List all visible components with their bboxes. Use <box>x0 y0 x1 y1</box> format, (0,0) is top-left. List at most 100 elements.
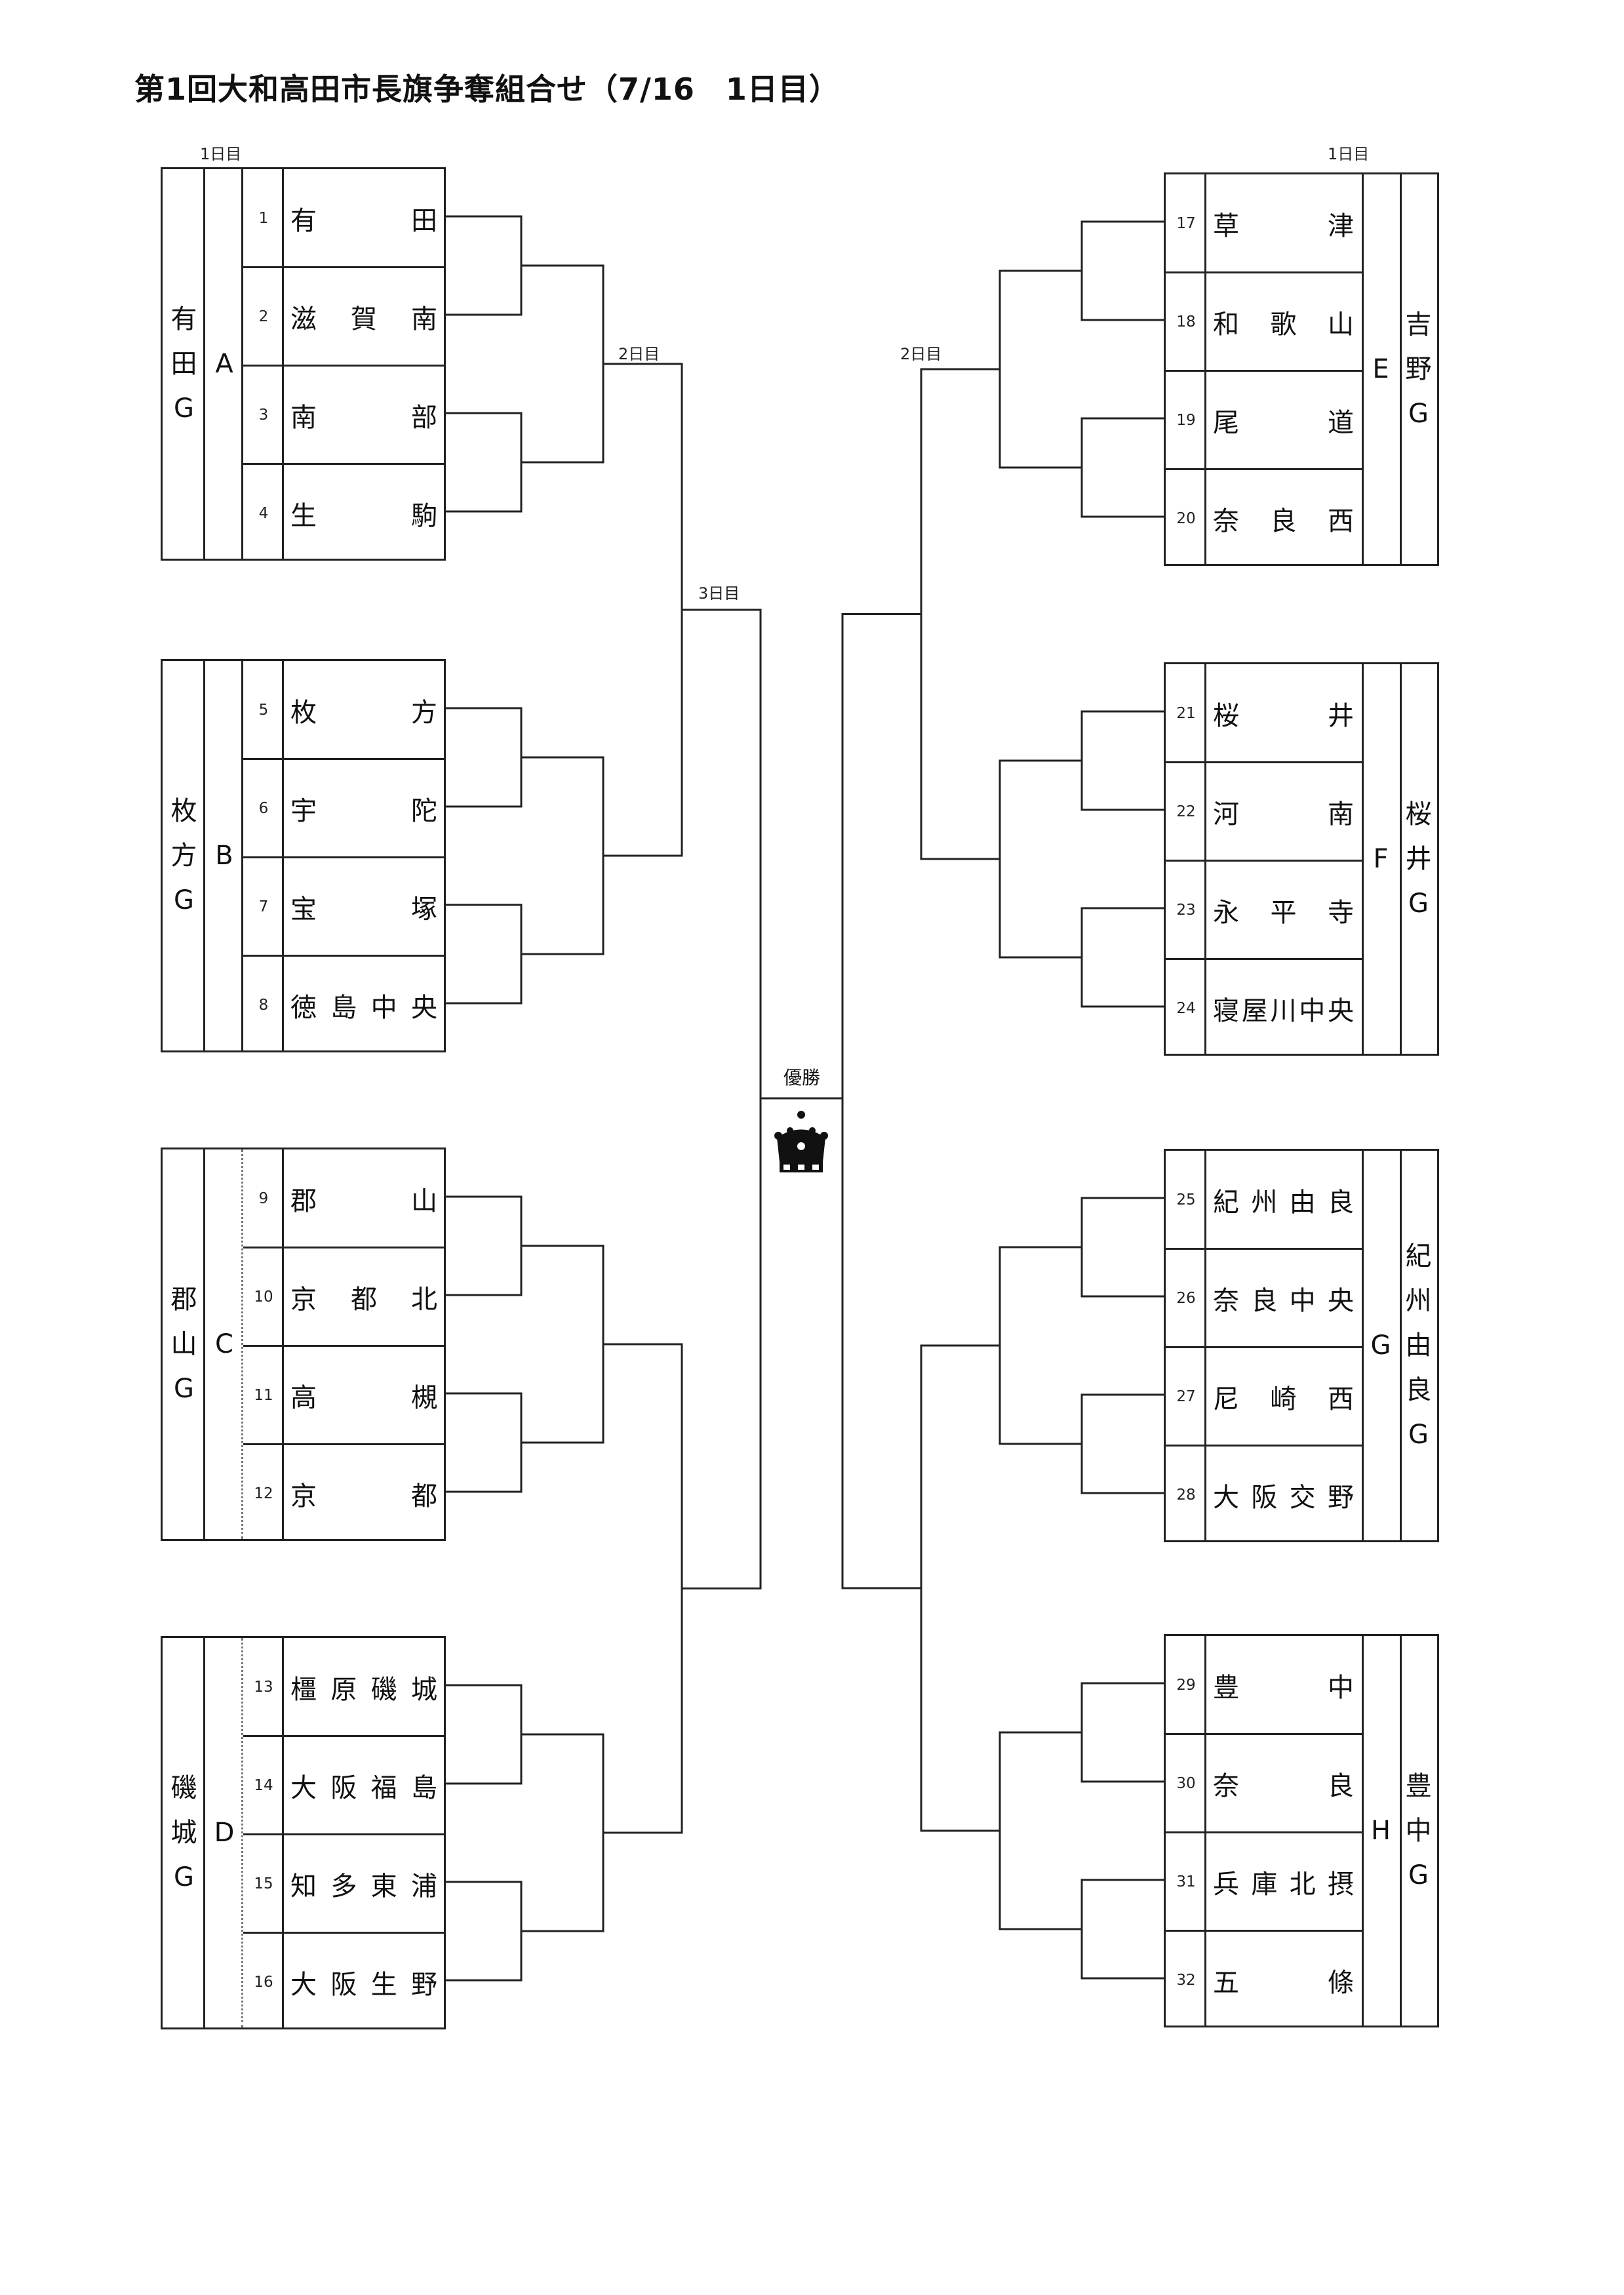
divider <box>243 1345 446 1347</box>
team-name-char: 駒 <box>411 501 437 531</box>
group-name-char: 田 <box>170 349 197 379</box>
seed-number: 5 <box>258 702 269 719</box>
team-name-char: 南 <box>411 304 437 334</box>
bracket-line <box>920 368 1000 860</box>
team-name-char: 阪 <box>330 1970 357 2000</box>
group-name-char: G <box>1408 888 1429 919</box>
divider <box>1166 1346 1364 1348</box>
bracket-line <box>682 609 762 1589</box>
team-name-char: 條 <box>1328 1968 1354 1998</box>
team-name-char: 奈 <box>1213 1771 1239 1801</box>
divider <box>1204 664 1206 1054</box>
team-name-char: 崎 <box>1270 1384 1297 1414</box>
team-name-char: 摂 <box>1327 1869 1354 1900</box>
team-name: 南部 <box>284 396 444 434</box>
seed-number: 4 <box>258 505 269 522</box>
bracket-line <box>920 1344 1000 1832</box>
team-name-char: 田 <box>411 206 437 236</box>
group-name-char: 州 <box>1405 1286 1432 1316</box>
group-name-char: G <box>1408 399 1429 429</box>
seed-number: 32 <box>1176 1972 1196 1989</box>
seed-number: 12 <box>254 1485 273 1502</box>
team-name-char: 大 <box>1213 1483 1239 1513</box>
team-name-char: 尾 <box>1213 408 1239 438</box>
bracket-line <box>1080 907 1164 1008</box>
divider <box>1166 958 1364 960</box>
seed-number: 27 <box>1176 1388 1196 1405</box>
divider <box>1166 271 1364 273</box>
divider <box>241 1149 243 1539</box>
team-name-char: 庫 <box>1251 1869 1278 1900</box>
team-name-char: 央 <box>1328 996 1354 1026</box>
divider <box>1166 1733 1364 1735</box>
team-name-char: 有 <box>290 206 317 236</box>
divider <box>243 1247 446 1248</box>
divider <box>1166 761 1364 763</box>
team-name-char: 西 <box>1328 1384 1354 1414</box>
team-name: 豊中 <box>1206 1666 1362 1704</box>
team-name-char: 京 <box>290 1481 317 1511</box>
team-name-char: 央 <box>410 993 437 1023</box>
team-name: 寝屋川中央 <box>1206 989 1362 1028</box>
team-name-char: 原 <box>330 1675 357 1705</box>
divider <box>1362 1151 1364 1540</box>
divider <box>203 1638 205 2027</box>
team-name-char: 豊 <box>1213 1673 1239 1703</box>
team-name-char: 島 <box>410 1773 437 1803</box>
divider <box>1204 1636 1206 2026</box>
divider <box>1166 1445 1364 1447</box>
team-name-char: 草 <box>1213 211 1239 241</box>
seed-number: 3 <box>258 407 269 424</box>
team-name-char: 福 <box>370 1773 397 1803</box>
bracket-line <box>446 1881 523 1982</box>
seed-number: 28 <box>1176 1487 1196 1504</box>
group-letter: B <box>215 841 233 871</box>
team-name-char: 生 <box>370 1970 397 2000</box>
team-name-char: 寺 <box>1328 898 1354 928</box>
team-name-char: 南 <box>290 403 317 433</box>
bracket-line <box>1080 1879 1164 1980</box>
bracket-line <box>1080 1197 1164 1298</box>
group-letter: A <box>215 349 233 379</box>
divider <box>1166 1831 1364 1833</box>
team-name-char: 枚 <box>290 698 317 728</box>
bracket-line <box>521 1733 604 1932</box>
team-name-char: 歌 <box>1270 309 1297 340</box>
seed-number: 9 <box>258 1190 269 1207</box>
group-name-char: 城 <box>170 1818 197 1848</box>
team-name: 尼崎西 <box>1206 1378 1362 1416</box>
team-name-char: 良 <box>1327 1187 1354 1218</box>
team-name-char: 津 <box>1328 211 1354 241</box>
seed-number: 7 <box>258 898 269 915</box>
crown-icon <box>774 1111 828 1172</box>
bracket-line <box>446 1684 523 1785</box>
divider <box>243 463 446 465</box>
bracket-line <box>603 1343 683 1834</box>
bracket-line <box>1080 220 1164 321</box>
team-name-char: 兵 <box>1213 1869 1239 1900</box>
team-name-char: 川 <box>1270 996 1297 1026</box>
team-name-char: 徳 <box>290 993 317 1023</box>
divider <box>1166 468 1364 470</box>
divider <box>203 1149 205 1539</box>
bracket-line <box>1080 1682 1164 1783</box>
team-name-char: 北 <box>411 1285 437 1315</box>
team-name: 橿原磯城 <box>284 1668 444 1706</box>
day2-label-right: 2日目 <box>900 345 942 363</box>
team-name: 奈良西 <box>1206 500 1362 538</box>
divider <box>1166 860 1364 862</box>
divider <box>241 661 243 1050</box>
group-letter: C <box>215 1329 233 1359</box>
team-name-char: 賀 <box>351 304 377 334</box>
